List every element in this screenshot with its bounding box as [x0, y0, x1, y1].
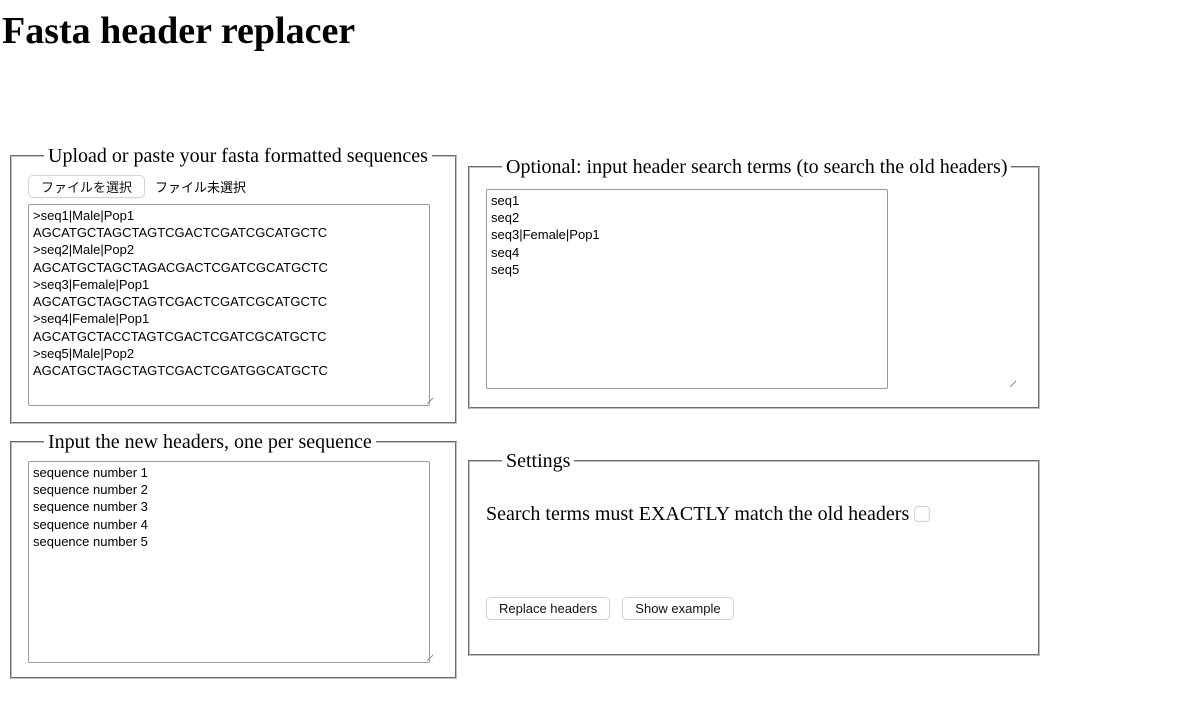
fasta-upload-legend: Upload or paste your fasta formatted seq…: [48, 144, 428, 167]
search-terms-textarea[interactable]: seq1 seq2 seq3|Female|Pop1 seq4 seq5: [486, 188, 888, 389]
fasta-upload-panel: Upload or paste your fasta formatted seq…: [10, 144, 457, 424]
settings-legend: Settings: [506, 449, 571, 472]
left-column: Upload or paste your fasta formatted seq…: [10, 144, 457, 679]
new-headers-panel: Input the new headers, one per sequence …: [10, 430, 457, 679]
exact-match-label: Search terms must EXACTLY match the old …: [486, 502, 910, 525]
choose-file-button[interactable]: ファイルを選択: [28, 174, 146, 198]
exact-match-checkbox[interactable]: [914, 505, 931, 522]
new-headers-textarea-wrap: sequence number 1 sequence number 2 sequ…: [28, 460, 435, 663]
right-column: Optional: input header search terms (to …: [468, 146, 1040, 656]
main-columns: Upload or paste your fasta formatted seq…: [10, 144, 1200, 679]
file-status-text: ファイル未選択: [155, 179, 247, 195]
exact-match-row: Search terms must EXACTLY match the old …: [486, 501, 1018, 527]
new-headers-textarea[interactable]: sequence number 1 sequence number 2 sequ…: [28, 460, 430, 663]
page-title: Fasta header replacer: [2, 10, 356, 52]
resize-handle-icon[interactable]: [1006, 376, 1016, 387]
search-terms-legend: Optional: input header search terms (to …: [506, 155, 1008, 178]
resize-handle-icon[interactable]: [423, 393, 433, 404]
show-example-button[interactable]: Show example: [622, 596, 734, 620]
search-terms-panel: Optional: input header search terms (to …: [468, 155, 1040, 409]
replace-headers-button[interactable]: Replace headers: [486, 596, 611, 620]
settings-panel: Settings Search terms must EXACTLY match…: [468, 449, 1040, 656]
new-headers-legend: Input the new headers, one per sequence: [48, 430, 372, 453]
settings-buttons-row: Replace headers Show example: [486, 596, 1018, 620]
file-input-row: ファイルを選択 ファイル未選択: [28, 174, 435, 198]
fasta-textarea-wrap: >seq1|Male|Pop1 AGCATGCTAGCTAGTCGACTCGAT…: [28, 203, 435, 406]
resize-handle-icon[interactable]: [423, 650, 433, 661]
search-terms-textarea-wrap: seq1 seq2 seq3|Female|Pop1 seq4 seq5: [486, 188, 1018, 389]
fasta-textarea[interactable]: >seq1|Male|Pop1 AGCATGCTAGCTAGTCGACTCGAT…: [28, 203, 430, 406]
